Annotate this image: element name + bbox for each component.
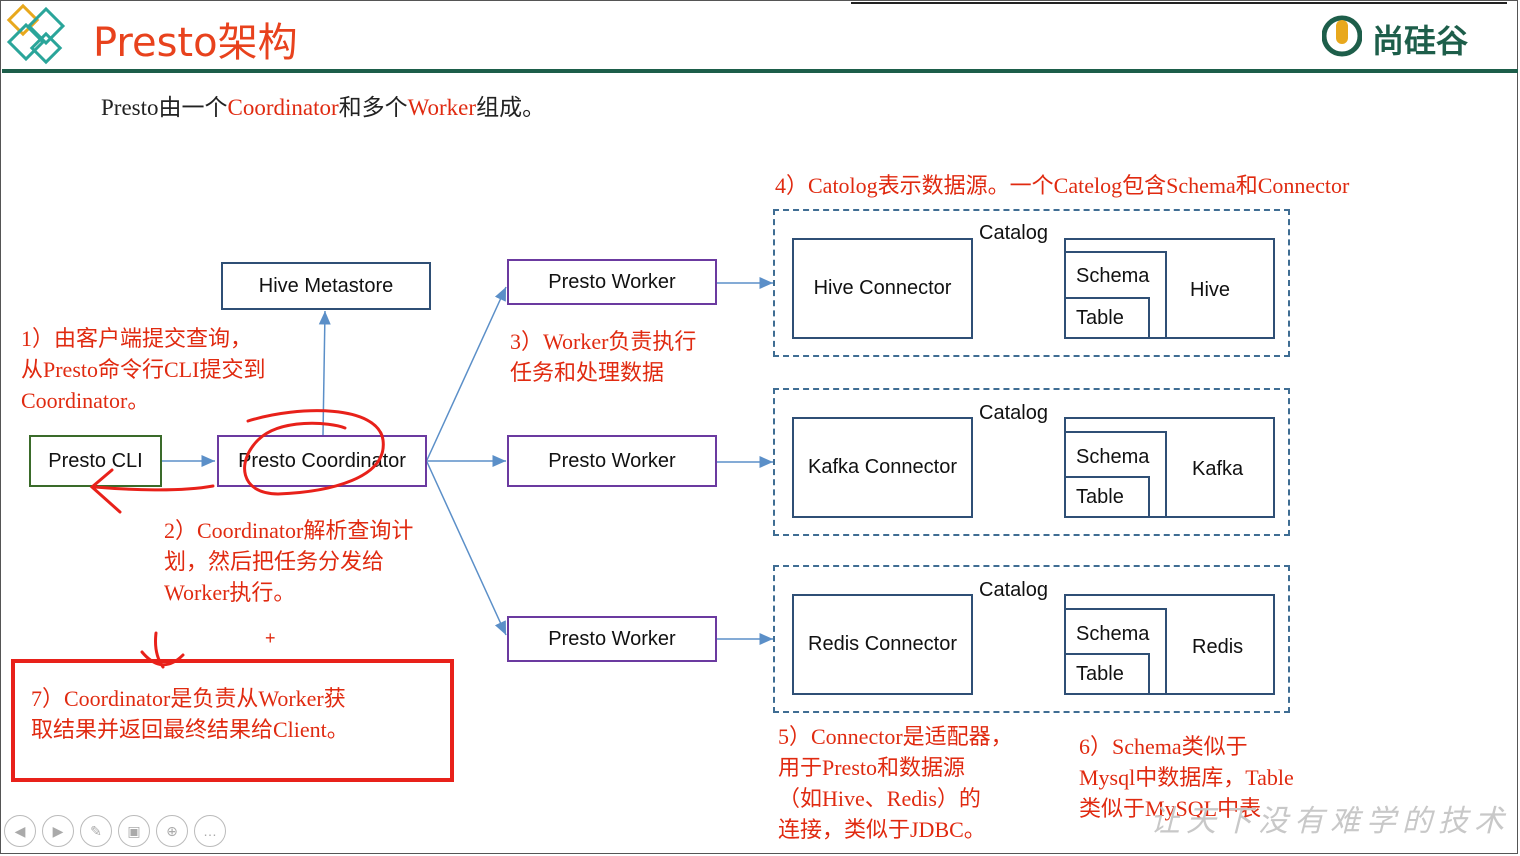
table-box: Table [1064,476,1150,518]
more-icon[interactable]: … [194,815,226,847]
brand-logo-icon [1322,15,1362,57]
datasource-label: Hive [1190,279,1231,301]
schema-label: Schema [1076,623,1150,645]
pen-icon[interactable]: ✎ [80,815,112,847]
catalog-group: Catalog Hive Connector Hive Schema Table [773,209,1290,357]
return-arrow-head [89,468,122,514]
note-line: 类似于MySQL中表 [1079,796,1262,821]
note-line: 划，然后把任务分发给 [164,549,385,574]
note-line: 1）由客户端提交查询， [21,326,253,351]
note-line: 连接，类似于JDBC。 [778,817,986,842]
arrow-coordinator-worker3 [426,461,507,636]
top-divider [851,2,1507,4]
note-line: 2）Coordinator解析查询计 [164,518,414,543]
schema-label: Schema [1076,265,1150,287]
arrow-coordinator-worker1 [426,286,507,461]
note-4: 4）Catolog表示数据源。一个Catelog包含Schema和Connect… [775,173,1350,198]
catalog-group: Catalog Kafka Connector Kafka Schema Tab… [773,388,1290,536]
circle-annotation [243,409,385,496]
presto-worker-node: Presto Worker [507,435,717,487]
catalog-label: Catalog [979,579,1048,601]
connector-box: Kafka Connector [792,417,973,518]
brand-name: 尚硅谷 [1372,22,1469,60]
down-arrow-head [140,650,185,667]
presto-cli-node: Presto CLI [29,435,162,487]
connector-label: Redis Connector [808,633,957,655]
table-label: Table [1076,307,1124,329]
page-title: Presto架构 [93,20,298,66]
note-7: 7）Coordinator是负责从Worker获 取结果并返回最终结果给Clie… [31,683,349,745]
connector-box: Hive Connector [792,238,973,339]
note-5: 5）Connector是适配器， 用于Presto和数据源 （如Hive、Red… [778,721,1013,845]
note-line: 任务和处理数据 [510,360,665,385]
note-line: 从Presto命令行CLI提交到 [21,357,266,382]
table-box: Table [1064,297,1150,339]
presentation-toolbar: ◀ ▶ ✎ ▣ ⊕ … [4,815,226,847]
catalog-label: Catalog [979,402,1048,424]
zoom-icon[interactable]: ⊕ [156,815,188,847]
schema-label: Schema [1076,446,1150,468]
note-1: 1）由客户端提交查询， 从Presto命令行CLI提交到 Coordinator… [21,323,265,416]
catalog-group: Catalog Redis Connector Redis Schema Tab… [773,565,1290,713]
return-arrow-line [93,484,215,492]
hive-metastore-node: Hive Metastore [221,262,431,310]
note-line: 5）Connector是适配器， [778,724,1013,749]
logo-diamonds-icon [6,3,66,65]
note-line: Mysql中数据库，Table [1079,765,1294,790]
screen-icon[interactable]: ▣ [118,815,150,847]
connector-label: Hive Connector [813,277,952,299]
note-line: 6）Schema类似于 [1079,734,1248,759]
note-3: 3）Worker负责执行 任务和处理数据 [510,326,696,388]
intro-coordinator: Coordinator [227,95,339,120]
watermark: 让天下没有难学的技术 [1150,804,1510,839]
header-rule [2,69,1518,73]
arrow-coordinator-metastore [318,310,331,436]
intro-worker: Worker [407,95,477,120]
presto-worker-node: Presto Worker [507,259,717,305]
connector-box: Redis Connector [792,594,973,695]
intro-part: 和多个 [338,95,408,120]
prev-icon[interactable]: ◀ [4,815,36,847]
intro-part: Presto由一个 [101,95,228,120]
note-7-highlight-box [11,659,454,782]
presto-worker-node: Presto Worker [507,616,717,662]
next-icon[interactable]: ▶ [42,815,74,847]
intro-text: Presto由一个Coordinator和多个Worker组成。 [101,88,545,122]
note-line: 用于Presto和数据源 [778,755,966,780]
note-6: 6）Schema类似于 Mysql中数据库，Table 类似于MySQL中表 [1079,731,1294,824]
note-line: 3）Worker负责执行 [510,329,697,354]
intro-part: 组成。 [476,95,546,120]
note-line: 取结果并返回最终结果给Client。 [31,717,349,742]
connector-label: Kafka Connector [808,456,957,478]
note-line: Worker执行。 [164,580,296,605]
catalog-label: Catalog [979,222,1048,244]
presto-coordinator-node: Presto Coordinator [217,435,427,487]
table-label: Table [1076,663,1124,685]
table-box: Table [1064,653,1150,695]
datasource-label: Redis [1192,636,1244,658]
note-line: 7）Coordinator是负责从Worker获 [31,686,346,711]
note-line: Coordinator。 [21,388,150,413]
note-2: 2）Coordinator解析查询计 划，然后把任务分发给 Worker执行。 [164,515,413,608]
table-label: Table [1076,486,1124,508]
datasource-label: Kafka [1192,458,1244,480]
plus-mark: + [265,628,276,648]
note-line: （如Hive、Redis）的 [778,786,981,811]
